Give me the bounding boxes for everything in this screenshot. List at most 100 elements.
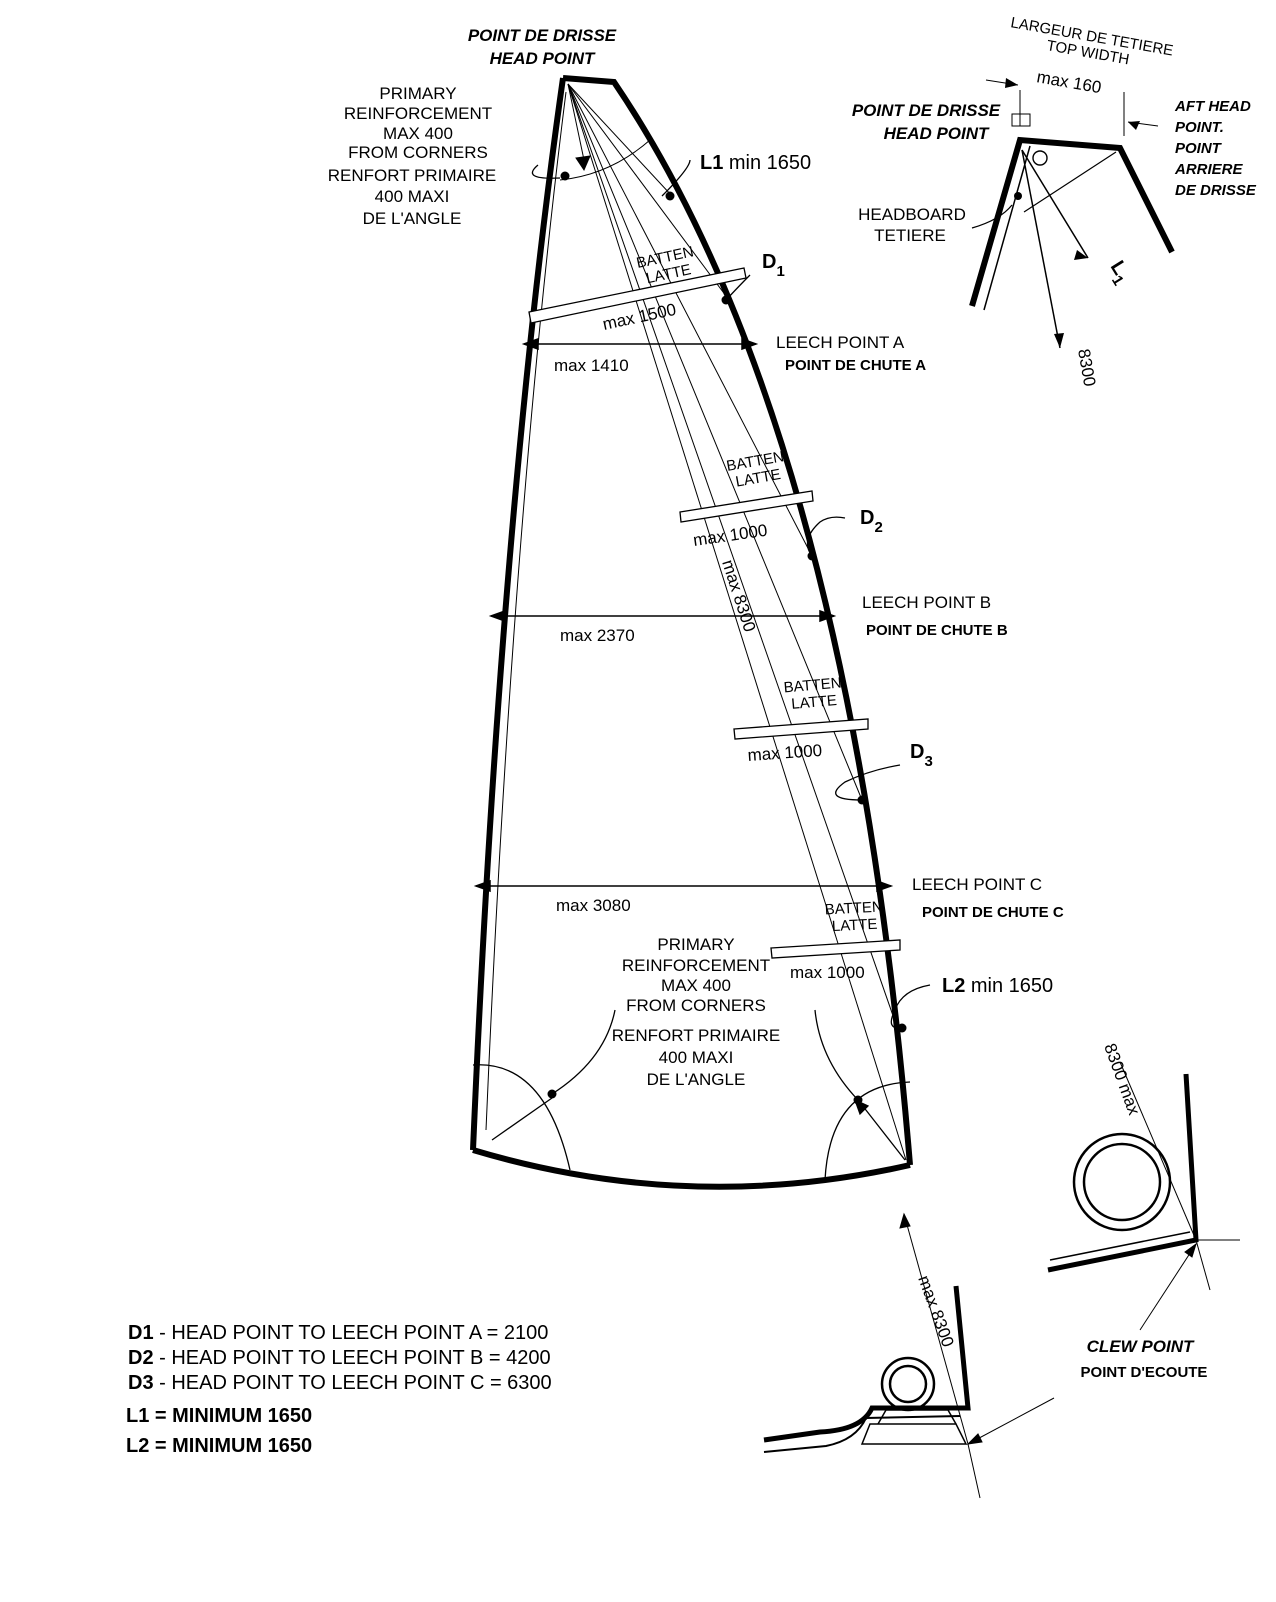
tack-radial — [491, 1097, 553, 1141]
head-inset-diagonal — [1023, 151, 1117, 213]
width-c-label: max 3080 — [556, 896, 631, 915]
headboard-leader — [971, 204, 1013, 229]
primary-top-dot — [560, 171, 570, 181]
inset-8300-label: 8300 — [1074, 347, 1099, 388]
clew-point-fr: POINT D'ECOUTE — [1081, 1364, 1208, 1381]
legend-d1-key: D1 — [128, 1322, 154, 1344]
clew-bottom-max-label: max 8300 — [914, 1273, 957, 1350]
primary-reinforcement-top: PRIMARY REINFORCEMENT MAX 400 FROM CORNE… — [328, 84, 496, 228]
primary-top-line-4: FROM CORNERS — [348, 143, 488, 162]
batten-1 — [528, 267, 747, 324]
headboard-fr: TETIERE — [874, 226, 946, 245]
clew-bottom-measure-arrow — [899, 1212, 911, 1229]
l2-dot — [897, 1023, 907, 1033]
primary-top-line-2: REINFORCEMENT — [344, 104, 492, 123]
head-reinforcement-arc — [559, 139, 651, 181]
primary-top-line-3: MAX 400 — [383, 124, 453, 143]
l1-rest: min 1650 — [723, 152, 811, 174]
d3-dot — [857, 795, 867, 805]
d3-line — [567, 83, 863, 801]
legend-d2-text: - HEAD POINT TO LEECH POINT B = 4200 — [154, 1347, 551, 1369]
primary-bottom-line-6: 400 MAXI — [659, 1048, 734, 1067]
width-c-arrow-left — [473, 879, 491, 893]
legend-d3-text: - HEAD POINT TO LEECH POINT C = 6300 — [154, 1372, 552, 1394]
leech-a-en: LEECH POINT A — [776, 333, 905, 352]
batten-3-max: max 1000 — [747, 741, 823, 765]
d1-line — [567, 83, 727, 297]
tack-reinforcement-arc — [472, 1064, 571, 1171]
top-width-max: max 160 — [1035, 67, 1103, 97]
legend-d1: D1 - HEAD POINT TO LEECH POINT A = 2100 — [128, 1322, 548, 1344]
tack-dot — [547, 1089, 557, 1099]
legend-l2-key: L2 = MINIMUM 1650 — [126, 1435, 312, 1457]
leech-c-fr: POINT DE CHUTE C — [922, 904, 1064, 921]
head-inset-outline — [969, 136, 1175, 307]
aft-head-point-label: AFT HEAD POINT. POINT ARRIERE DE DRISSE — [1174, 98, 1257, 199]
l2-min-label: L2 min 1650 — [942, 975, 1053, 997]
width-c-arrow-right — [876, 879, 894, 893]
clew-bottom-boom — [763, 1415, 961, 1453]
aft-line-2: POINT. — [1175, 119, 1224, 136]
aft-line-4: ARRIERE — [1174, 161, 1244, 178]
l1-dot — [665, 191, 675, 201]
clew-inset-bottom — [763, 1212, 1055, 1499]
l1-min-label: L1 min 1650 — [700, 152, 811, 174]
legend-d1-text: - HEAD POINT TO LEECH POINT A = 2100 — [154, 1322, 549, 1344]
l1-leader — [661, 159, 691, 197]
primary-top-line-1: PRIMARY — [379, 84, 456, 103]
headboard-en: HEADBOARD — [858, 205, 966, 224]
primary-bottom-line-3: MAX 400 — [661, 976, 731, 995]
primary-bottom-line-5: RENFORT PRIMAIRE — [612, 1026, 780, 1045]
foot-edge — [472, 1147, 911, 1190]
head-inset-8300-arrowhead — [1054, 333, 1064, 348]
luff-max-label: max 8300 — [718, 557, 759, 634]
clew-right-measure-line — [1119, 1061, 1197, 1241]
clew-radial — [861, 1104, 906, 1161]
clew-reinforcement-arc — [824, 1081, 911, 1181]
primary-bottom-line-4: FROM CORNERS — [626, 996, 766, 1015]
width-a-arrow-left — [521, 337, 539, 351]
clew-bottom-ring-outer — [880, 1356, 936, 1412]
head-inset-right-angle — [1011, 113, 1031, 127]
legend-l1-key: L1 = MINIMUM 1650 — [126, 1405, 312, 1427]
l2-leader — [890, 984, 931, 1029]
d2-letter: D — [860, 507, 874, 529]
head-inset-grommet — [1032, 150, 1048, 166]
batten-3 — [733, 718, 869, 740]
legend-l2: L2 = MINIMUM 1650 — [126, 1435, 312, 1457]
l1-name: L1 — [700, 152, 723, 174]
head-inset-l1-arrowhead — [1074, 250, 1088, 260]
head-inset-inner-luff — [983, 145, 1031, 311]
width-dimensions — [473, 337, 894, 893]
clew-right-ring-outer — [1072, 1132, 1172, 1232]
batten-3-en: BATTEN — [783, 675, 842, 697]
head-point-en: HEAD POINT — [490, 49, 596, 68]
primary-reinforcement-bottom: PRIMARY REINFORCEMENT MAX 400 FROM CORNE… — [612, 935, 780, 1089]
leech-b-fr: POINT DE CHUTE B — [866, 622, 1008, 639]
clew-right-boom-line — [1049, 1231, 1191, 1261]
l1-line — [567, 83, 673, 197]
primary-bottom-line-1: PRIMARY — [657, 935, 734, 954]
aft-line-3: POINT — [1175, 140, 1223, 157]
top-width-arrowhead-left — [1005, 78, 1018, 88]
d3-sub: 3 — [924, 753, 932, 770]
leech-b-en: LEECH POINT B — [862, 593, 991, 612]
l2-rest: min 1650 — [965, 975, 1053, 997]
legend: D1 - HEAD POINT TO LEECH POINT A = 2100 … — [126, 1322, 552, 1457]
head-inset-8300-line — [1021, 149, 1061, 349]
d2-leader — [806, 516, 846, 557]
clew-bottom-fitting — [860, 1423, 968, 1445]
aft-line-1: AFT HEAD — [1174, 98, 1251, 115]
head-radial-lines — [559, 83, 907, 1161]
clew-bottom-sail-edge — [763, 1285, 971, 1443]
width-a-label: max 1410 — [554, 356, 629, 375]
luff-diagonal-line — [567, 83, 907, 1161]
batten-4 — [770, 939, 901, 959]
inset-head-en: HEAD POINT — [884, 124, 990, 143]
legend-d3-key: D3 — [128, 1372, 154, 1394]
batten-4-max: max 1000 — [790, 963, 865, 982]
width-a-arrow-right — [741, 337, 759, 351]
clew-bottom-fitting-top — [877, 1409, 957, 1425]
head-arrow-line — [567, 83, 585, 161]
